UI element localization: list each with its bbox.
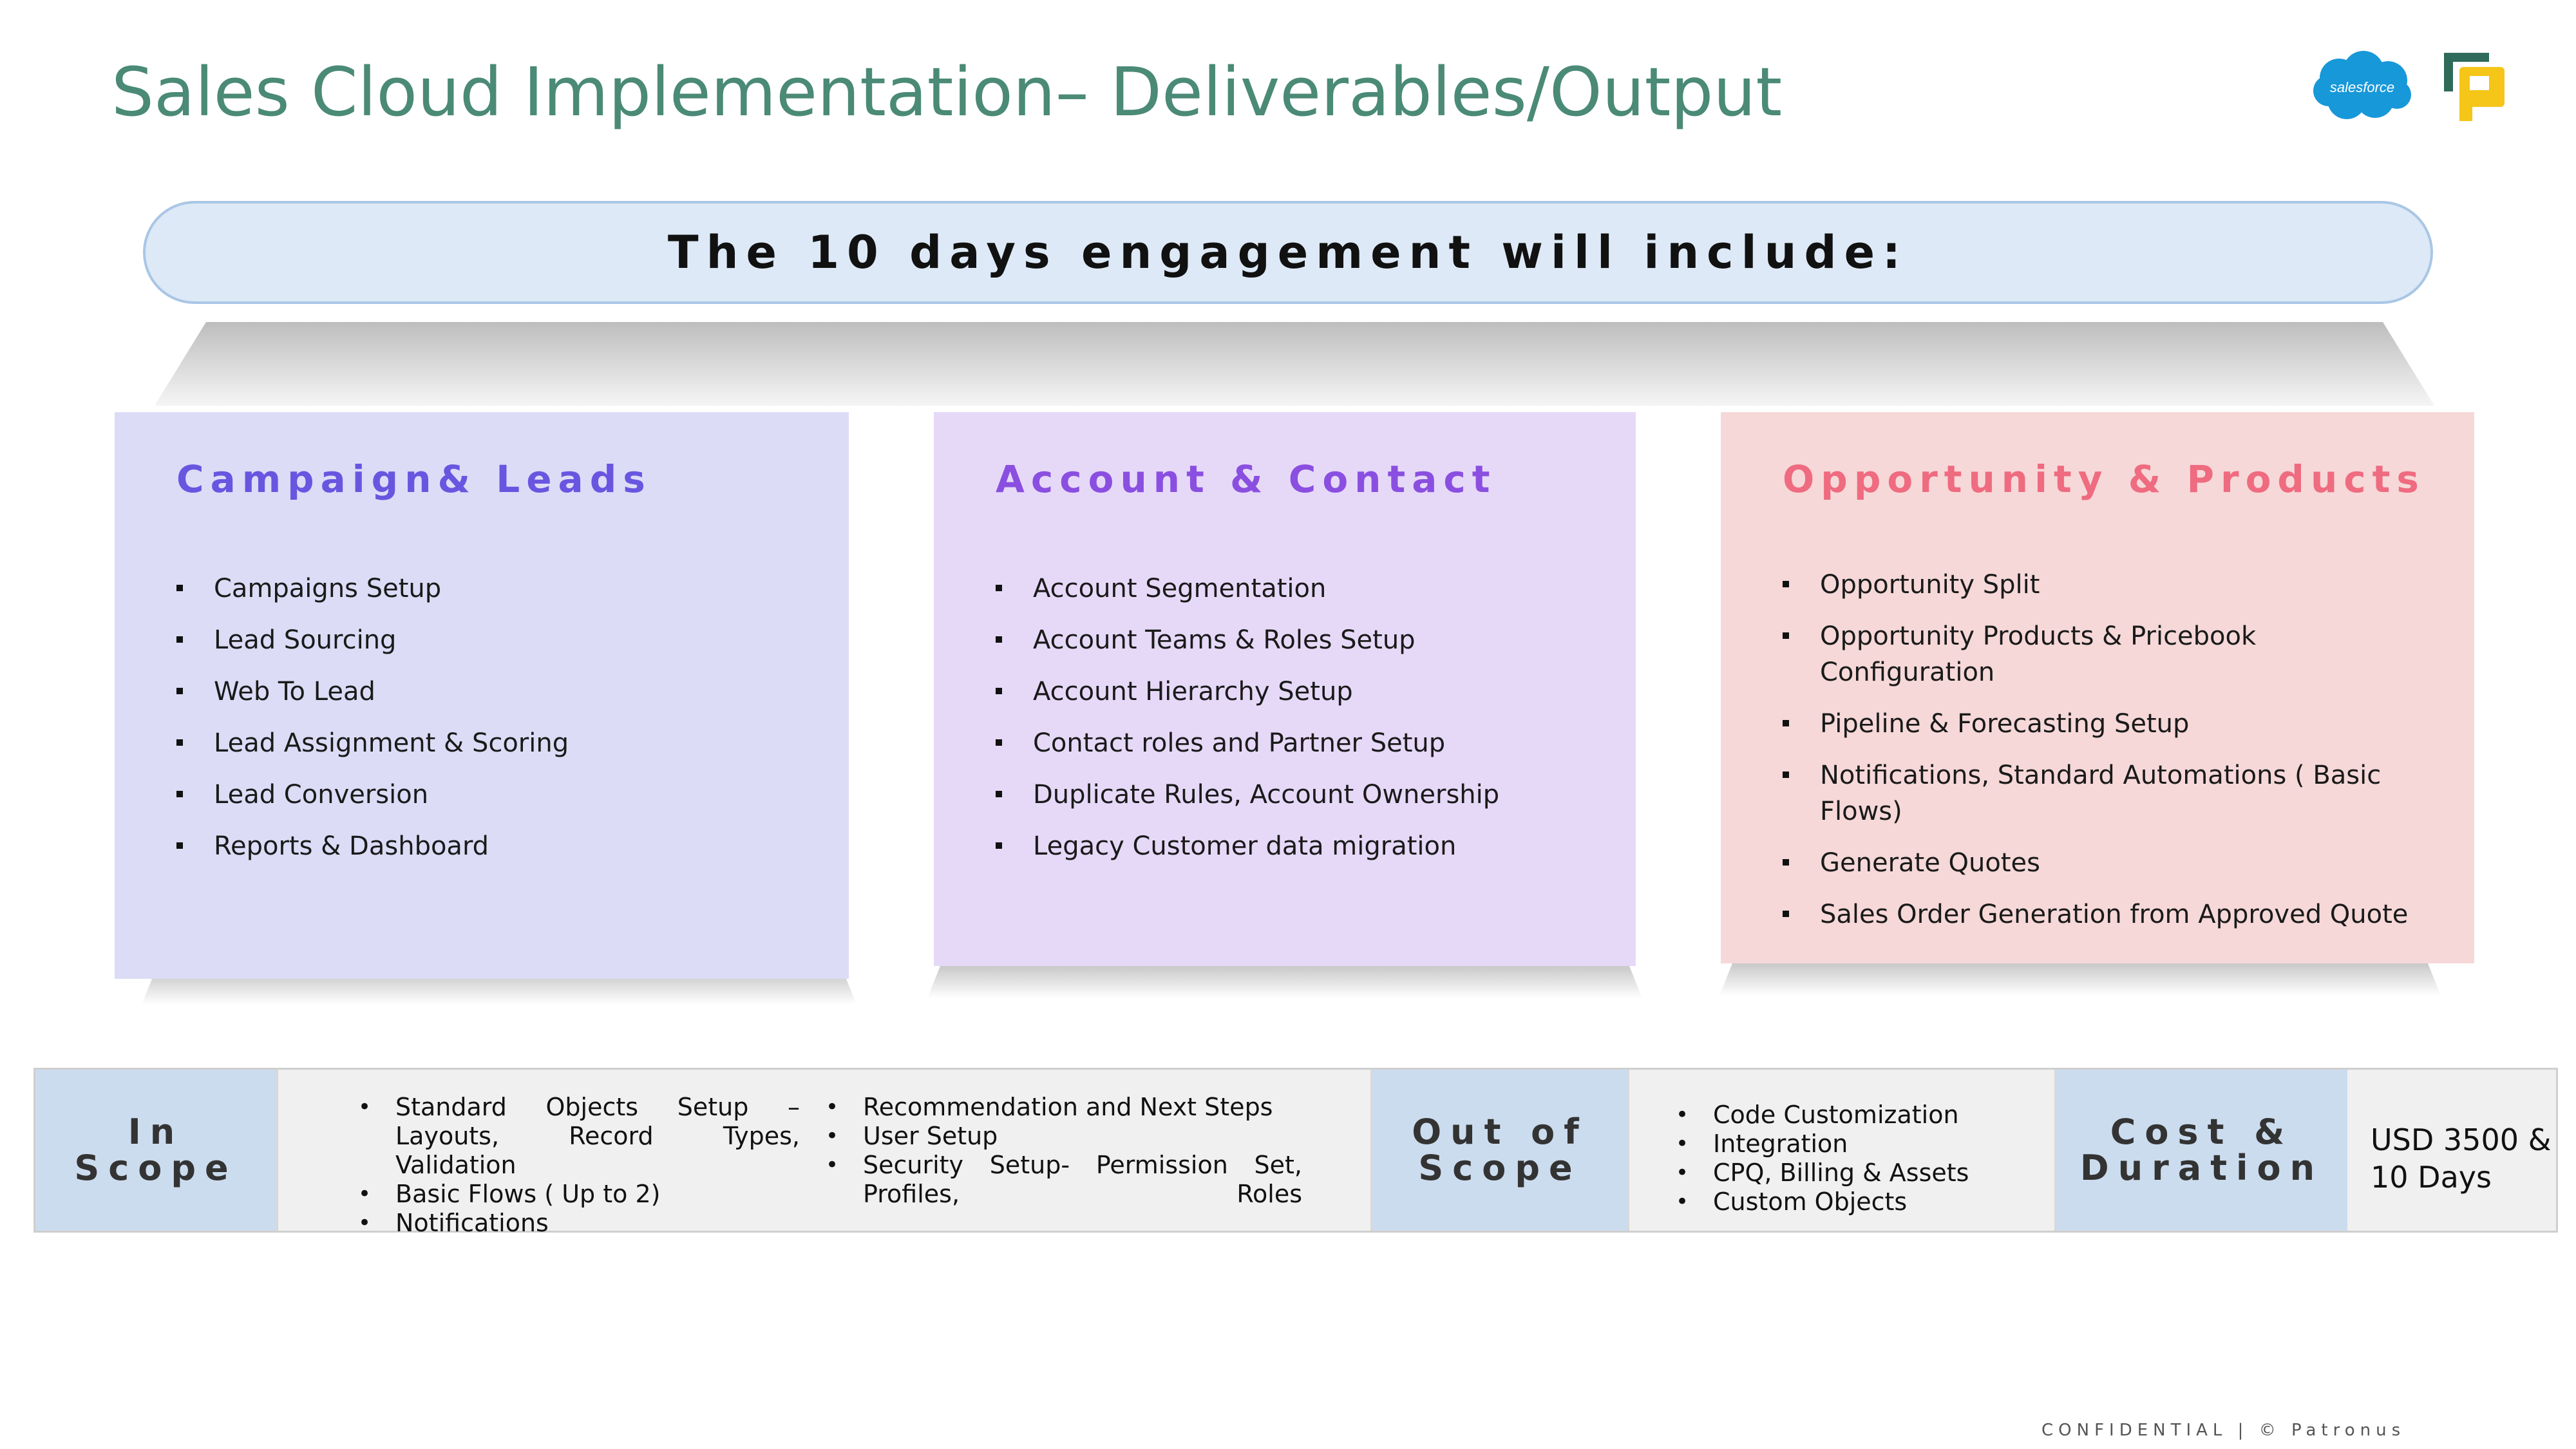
out-scope-body: Code Customization Integration CPQ, Bill… xyxy=(1627,1070,2056,1231)
in-scope-body: Standard Objects Setup – Layouts, Record… xyxy=(276,1070,1372,1238)
list-item: Opportunity Products & Pricebook Configu… xyxy=(1783,618,2412,690)
list-item: User Setup xyxy=(826,1122,1302,1151)
in-scope-label-line: In xyxy=(128,1112,184,1152)
list-item: Lead Conversion xyxy=(176,777,787,813)
list-item: Duplicate Rules, Account Ownership xyxy=(996,777,1574,813)
list-item: Account Hierarchy Setup xyxy=(996,674,1574,710)
list-item: Code Customization xyxy=(1676,1101,2041,1130)
page-title: Sales Cloud Implementation– Deliverables… xyxy=(111,53,1783,131)
column-opportunity-products: Opportunity & Products Opportunity Split… xyxy=(1721,412,2474,963)
list-item: Notifications xyxy=(358,1209,800,1238)
cost-label-line: Cost & xyxy=(2110,1112,2294,1152)
list-item: Pipeline & Forecasting Setup xyxy=(1783,706,2412,742)
in-scope-header: In Scope xyxy=(35,1070,276,1231)
column-list: Account Segmentation Account Teams & Rol… xyxy=(996,571,1574,864)
cost-duration-value: USD 3500 & 10 Days xyxy=(2347,1070,2556,1231)
column-account-contact: Account & Contact Account Segmentation A… xyxy=(934,412,1636,966)
list-item: Standard Objects Setup – Layouts, Record… xyxy=(358,1093,800,1180)
out-scope-header: Out of Scope xyxy=(1372,1070,1627,1231)
list-item: Basic Flows ( Up to 2) xyxy=(358,1180,800,1209)
cost-label-line: Duration xyxy=(2079,1148,2324,1188)
list-item: CPQ, Billing & Assets xyxy=(1676,1159,2041,1188)
list-item: Notifications, Standard Automations ( Ba… xyxy=(1783,757,2412,829)
out-scope-list: Code Customization Integration CPQ, Bill… xyxy=(1676,1101,2041,1217)
column-title: Account & Contact xyxy=(996,457,1497,501)
column-list: Opportunity Split Opportunity Products &… xyxy=(1783,567,2412,933)
list-item: Integration xyxy=(1676,1130,2041,1159)
list-item: Legacy Customer data migration xyxy=(996,828,1574,864)
cost-duration-header: Cost & Duration xyxy=(2056,1070,2347,1231)
list-item: Reports & Dashboard xyxy=(176,828,787,864)
in-scope-list-right: Recommendation and Next Steps User Setup… xyxy=(826,1093,1302,1231)
cost-value-line: 10 Days xyxy=(2371,1160,2492,1195)
list-item: Campaigns Setup xyxy=(176,571,787,607)
banner-text: The 10 days engagement will include: xyxy=(667,226,1909,279)
list-item: Lead Assignment & Scoring xyxy=(176,725,787,761)
col-shadow xyxy=(1719,963,2441,996)
list-item: Lead Sourcing xyxy=(176,622,787,658)
list-item: Web To Lead xyxy=(176,674,787,710)
list-item: Account Segmentation xyxy=(996,571,1574,607)
shelf-divider xyxy=(155,322,2434,406)
in-scope-label-line: Scope xyxy=(74,1148,238,1188)
column-campaign-leads: Campaign& Leads Campaigns Setup Lead Sou… xyxy=(115,412,849,979)
list-item: Generate Quotes xyxy=(1783,845,2412,881)
column-title: Campaign& Leads xyxy=(176,457,652,501)
list-item: Custom Objects xyxy=(1676,1188,2041,1217)
col-shadow xyxy=(142,972,857,1005)
column-title: Opportunity & Products xyxy=(1783,457,2425,501)
list-item: Security Setup- Permission Set, Profiles… xyxy=(826,1151,1302,1209)
footer-confidential: CONFIDENTIAL | © Patronus xyxy=(2041,1421,2406,1440)
list-item: Opportunity Split xyxy=(1783,567,2412,603)
patronus-logo-icon xyxy=(2444,53,2505,121)
scope-table: In Scope Standard Objects Setup – Layout… xyxy=(33,1068,2558,1238)
list-item: Recommendation and Next Steps xyxy=(826,1093,1302,1122)
column-list: Campaigns Setup Lead Sourcing Web To Lea… xyxy=(176,571,787,864)
out-scope-label-line: Scope xyxy=(1418,1148,1582,1188)
salesforce-logo: salesforce xyxy=(2313,51,2411,119)
list-item: Contact roles and Partner Setup xyxy=(996,725,1574,761)
col-shadow xyxy=(927,966,1642,998)
list-item: Account Teams & Roles Setup xyxy=(996,622,1574,658)
list-item: Sales Order Generation from Approved Quo… xyxy=(1783,896,2412,933)
engagement-banner: The 10 days engagement will include: xyxy=(143,201,2433,304)
in-scope-list-left: Standard Objects Setup – Layouts, Record… xyxy=(358,1093,800,1238)
cost-value-line: USD 3500 & xyxy=(2371,1122,2552,1157)
out-scope-label-line: Out of xyxy=(1412,1112,1588,1152)
salesforce-logo-text: salesforce xyxy=(2330,79,2394,95)
